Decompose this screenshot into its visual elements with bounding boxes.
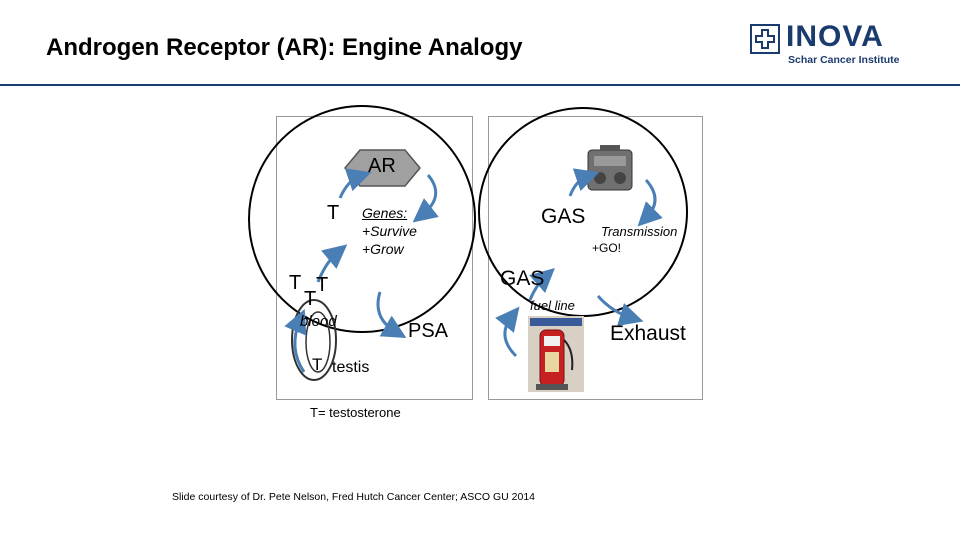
arrow-fuel-into [528, 267, 555, 301]
arrow-into-cell [316, 244, 348, 283]
arrow-t-to-ar [338, 168, 372, 199]
slide-credit: Slide courtesy of Dr. Pete Nelson, Fred … [172, 491, 535, 503]
ar-label: AR [368, 155, 396, 177]
go-label: +GO! [592, 241, 622, 255]
inova-logo: INOVA Schar Cancer Institute [748, 20, 948, 68]
slide-header: Androgen Receptor (AR): Engine Analogy I… [0, 0, 960, 86]
t-inside-cell: T [327, 202, 340, 224]
transmission-label: Transmission [601, 224, 678, 239]
arrow-engine-to-transmission [637, 178, 663, 227]
t-testis: T [312, 355, 323, 374]
arrow-psa-out [376, 291, 407, 339]
cell-boundary [248, 105, 476, 333]
arrow-testis-to-blood [284, 308, 307, 373]
gas-pump-icon [528, 316, 584, 392]
logo-wordmark: INOVA [786, 20, 884, 53]
genes-survive: +Survive [362, 223, 417, 239]
blood-label: blood [300, 313, 337, 330]
fuel-line-label: fuel line [530, 298, 575, 313]
testosterone-legend: T= testosterone [310, 405, 401, 420]
arrow-gas-to-engine [568, 168, 600, 197]
psa-label: PSA [408, 320, 449, 342]
arrow-ar-to-genes [412, 174, 439, 223]
t-blood-lower: T [304, 288, 317, 310]
exhaust-label: Exhaust [610, 322, 686, 345]
arrow-exhaust-out [596, 295, 644, 327]
t-blood-left: T [289, 272, 302, 294]
genes-heading: Genes: [362, 205, 408, 221]
t-blood-right: T [316, 274, 329, 296]
slide-title: Androgen Receptor (AR): Engine Analogy [46, 34, 523, 61]
gas-outside-label: GAS [500, 267, 545, 290]
inova-cross-icon [750, 24, 780, 54]
arrow-pump-loop [495, 306, 520, 358]
blood-vessel [291, 299, 337, 381]
genes-grow: +Grow [362, 241, 404, 257]
engine-icon [587, 145, 633, 191]
testis-label: testis [332, 359, 370, 376]
blood-vessel-inner [305, 311, 331, 373]
gas-inside-label: GAS [541, 205, 586, 228]
logo-subtitle: Schar Cancer Institute [788, 54, 900, 66]
